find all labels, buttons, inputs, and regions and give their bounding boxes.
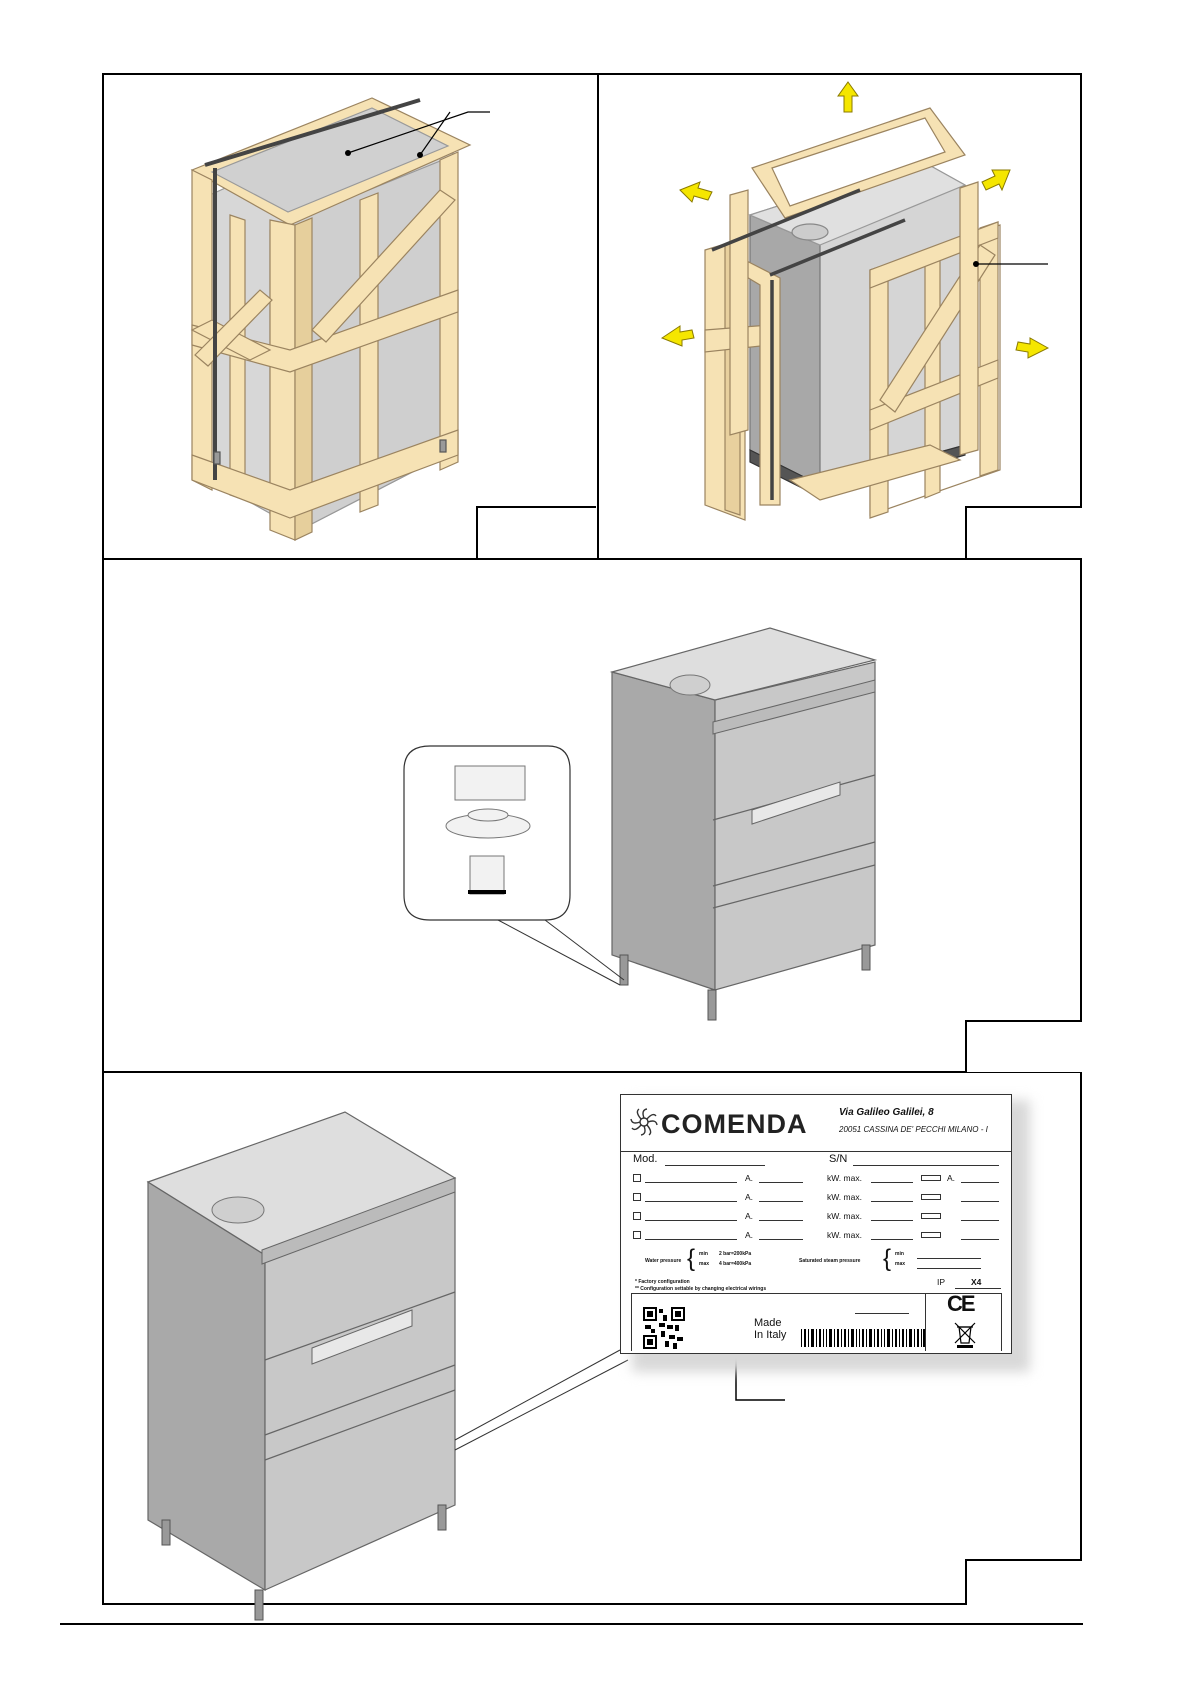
row-divider-1	[102, 558, 1082, 560]
in-italy-label: In Italy	[754, 1329, 787, 1341]
water-max-label: max	[699, 1261, 710, 1267]
ampere-label: A.	[745, 1192, 754, 1202]
ampere-label: A.	[745, 1230, 754, 1240]
ampere-label-right: A.	[947, 1173, 956, 1183]
steam-max-label: max	[895, 1261, 906, 1267]
steam-min-label: min	[895, 1251, 904, 1257]
kw-max-label: kW. max.	[827, 1192, 862, 1202]
ampere-label: A.	[745, 1211, 754, 1221]
figure-tag-4	[965, 1559, 1082, 1605]
figure-tag-2	[965, 506, 1082, 558]
water-min-label: min	[699, 1251, 708, 1257]
address-line-2: 20051 CASSINA DE' PECCHI MILANO - I	[839, 1125, 988, 1134]
water-max-value: 4 bar=400kPa	[719, 1261, 752, 1267]
ip-label: IP	[937, 1277, 946, 1287]
steam-pressure-label: Saturated steam pressure	[799, 1258, 861, 1264]
ce-mark: CE	[947, 1291, 976, 1316]
brand-name: COMENDA	[661, 1109, 808, 1139]
qr-code-icon	[643, 1307, 685, 1349]
water-pressure-label: Water pressure	[645, 1258, 682, 1264]
sn-label: S/N	[829, 1153, 848, 1165]
row-divider-2	[102, 1071, 1082, 1073]
kw-max-label: kW. max.	[827, 1173, 862, 1183]
barcode-icon	[801, 1329, 925, 1347]
water-min-value: 2 bar=200kPa	[719, 1251, 752, 1257]
made-label: Made	[754, 1317, 782, 1329]
kw-max-label: kW. max.	[827, 1230, 862, 1240]
weee-bin-icon	[954, 1322, 976, 1348]
footer-rule	[60, 1623, 1083, 1625]
page-frame	[102, 73, 1082, 1605]
comenda-logo-icon	[630, 1108, 658, 1136]
kw-max-label: kW. max.	[827, 1211, 862, 1221]
column-divider	[597, 73, 599, 559]
ampere-label: A.	[745, 1173, 754, 1183]
mod-label: Mod.	[633, 1153, 658, 1165]
footnote-2: ** Configuration settable by changing el…	[635, 1286, 767, 1292]
rating-plate: COMENDA Via Galileo Galilei, 8 20051 CAS…	[620, 1094, 1012, 1354]
footnote-1: * Factory configuration	[635, 1279, 690, 1285]
figure-tag-3	[965, 1020, 1082, 1072]
figure-tag-1	[476, 506, 596, 558]
address-line-1: Via Galileo Galilei, 8	[839, 1107, 934, 1118]
made-in-italy: Made In Italy	[754, 1317, 786, 1341]
ip-value: X4	[971, 1277, 982, 1287]
